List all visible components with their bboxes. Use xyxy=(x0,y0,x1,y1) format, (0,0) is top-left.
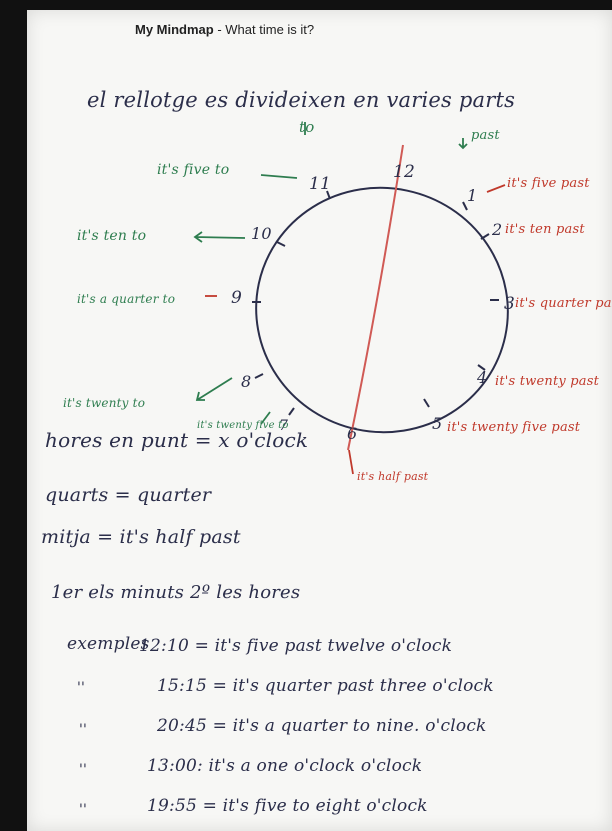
label-twenty-to: it's twenty to xyxy=(63,396,146,410)
example-row-1-text: 12:10 = it's five past twelve o'clock xyxy=(139,636,453,656)
label-past: past xyxy=(471,128,500,143)
example-row-5-text: 19:55 = it's five to eight o'clock xyxy=(147,796,428,816)
label-quarter-to: it's a quarter to xyxy=(77,292,176,306)
arrow-five-to xyxy=(260,174,298,179)
examples-label: exemples xyxy=(67,634,150,654)
arrow-ten-to xyxy=(193,231,246,243)
label-ten-past: it's ten past xyxy=(505,222,585,237)
tick-4 xyxy=(477,364,486,371)
label-quarter-past: it's quarter past xyxy=(515,296,612,311)
label-five-past: it's five past xyxy=(507,176,590,191)
example-row-4-text: 13:00: it's a one o'clock o'clock xyxy=(147,756,423,776)
clock-number-9: 9 xyxy=(231,288,243,308)
clock-number-10: 10 xyxy=(251,224,272,243)
tick-8 xyxy=(254,373,264,379)
arrow-five-past xyxy=(486,184,506,193)
label-ten-to: it's ten to xyxy=(77,228,147,244)
dividing-line xyxy=(347,144,404,451)
arrow-half-past xyxy=(348,449,354,475)
clock-number-6: 6 xyxy=(347,424,358,443)
example-row-4-marker: '' xyxy=(79,762,88,778)
clock-drawing xyxy=(193,122,509,475)
example-row-3-text: 20:45 = it's a quarter to nine. o'clock xyxy=(157,716,487,736)
label-half-past: it's half past xyxy=(357,470,429,483)
label-twenty-past: it's twenty past xyxy=(495,374,600,389)
label-twentyfive-past: it's twenty five past xyxy=(447,420,581,435)
example-row-2-text: 15:15 = it's quarter past three o'clock xyxy=(157,676,494,696)
intro-text: el rellotge es divideixen en varies part… xyxy=(87,88,516,112)
tick-10 xyxy=(276,241,286,247)
tick-1 xyxy=(462,201,468,211)
note-order: 1er els minuts 2º les hores xyxy=(51,582,301,603)
clock-number-3: 3 xyxy=(504,294,516,314)
note-mitja: mitja = it's half past xyxy=(41,526,241,548)
tick-7 xyxy=(288,407,295,416)
note-hores: hores en punt = x o'clock xyxy=(45,428,309,452)
example-row-3-marker: '' xyxy=(79,722,88,738)
arrow-twentyfive-to xyxy=(260,411,271,425)
label-five-to: it's five to xyxy=(157,162,230,178)
clock-face xyxy=(255,186,509,434)
page-title-rest: - What time is it? xyxy=(213,22,315,37)
paper-sheet: My Mindmap - What time is it? xyxy=(27,10,612,831)
clock-number-2: 2 xyxy=(492,220,503,239)
example-row-2-marker: '' xyxy=(77,680,86,696)
tick-2 xyxy=(480,233,490,240)
clock-number-8: 8 xyxy=(241,372,252,391)
page-title-bold: My Mindmap xyxy=(135,22,214,37)
label-twentyfive-to: it's twenty five to xyxy=(197,420,289,431)
clock-number-12: 12 xyxy=(393,162,416,182)
arrow-twenty-to xyxy=(195,377,233,401)
page-title: My Mindmap - What time is it? xyxy=(135,22,314,37)
clock-number-5: 5 xyxy=(432,414,443,433)
note-quarts: quarts = quarter xyxy=(45,484,212,506)
clock-number-4: 4 xyxy=(477,368,488,387)
clock-number-1: 1 xyxy=(467,186,478,205)
example-row-5-marker: '' xyxy=(79,802,88,818)
clock-number-7: 7 xyxy=(279,418,289,434)
tick-11 xyxy=(326,190,331,200)
clock-number-11: 11 xyxy=(309,174,332,194)
tick-5 xyxy=(423,398,430,408)
label-to: to xyxy=(299,118,315,136)
arrow-past xyxy=(458,138,468,150)
